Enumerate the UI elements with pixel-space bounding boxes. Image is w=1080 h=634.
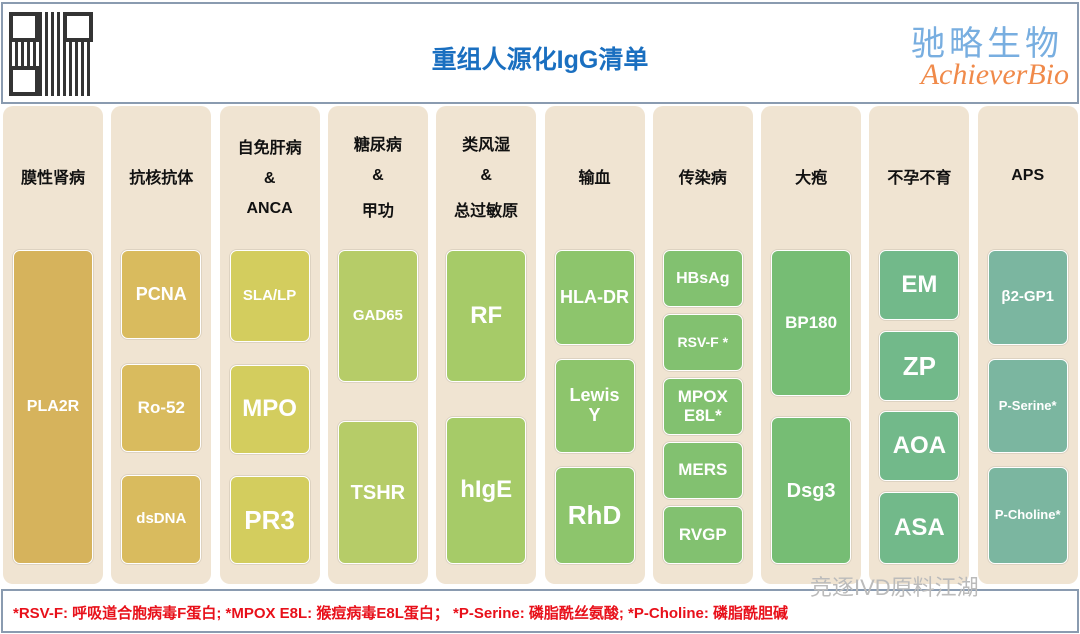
category-header-line: 输血: [578, 170, 611, 187]
antibody-item: SLA/LP: [229, 250, 310, 342]
antibody-item: MPOX E8L*: [662, 378, 743, 435]
category-column: 类风湿 & 总过敏原 RF hIgE: [436, 106, 537, 584]
antibody-item: P-Serine*: [987, 359, 1068, 453]
antibody-item: HLA-DR: [554, 250, 635, 345]
antibody-item: RF: [446, 250, 527, 382]
category-header: 不孕不育: [869, 106, 969, 246]
antibody-item: HBsAg: [662, 250, 743, 307]
category-header-line: 抗核抗体: [129, 170, 194, 187]
footnote-text: *RSV-F: 呼吸道合胞病毒F蛋白; *MPOX E8L: 猴痘病毒E8L蛋白…: [13, 605, 789, 622]
category-header-line: 总过敏原: [454, 203, 519, 220]
antibody-item: P-Choline*: [987, 467, 1068, 564]
footer-notes: *RSV-F: 呼吸道合胞病毒F蛋白; *MPOX E8L: 猴痘病毒E8L蛋白…: [1, 589, 1079, 633]
category-header-line: ANCA: [246, 200, 293, 217]
category-column: 自免肝病 & ANCA SLA/LP MPO PR3: [219, 106, 320, 584]
antibody-item: Ro-52: [121, 364, 202, 452]
category-header-line: 自免肝病: [237, 140, 302, 157]
antibody-item: hIgE: [446, 417, 527, 564]
category-header-line: 膜性肾病: [20, 170, 85, 187]
antibody-item: β2-GP1: [987, 250, 1068, 345]
antibody-item: PCNA: [121, 250, 202, 339]
brand-logo-cn: 驰略生物: [911, 25, 1063, 63]
category-column: 膜性肾病 PLA2R: [3, 106, 103, 584]
category-header: 抗核抗体: [111, 106, 211, 246]
antibody-item: RhD: [554, 467, 635, 564]
category-header-line: &: [480, 167, 492, 184]
category-header: 传染病: [653, 106, 753, 246]
category-header-line: 类风湿: [462, 137, 511, 154]
antibody-item: BP180: [771, 250, 852, 396]
antibody-item: ZP: [879, 331, 960, 401]
category-header-line: APS: [1011, 167, 1045, 184]
antibody-item: PR3: [229, 476, 310, 564]
antibody-item: EM: [879, 250, 960, 320]
category-header: 输血: [545, 106, 645, 246]
category-header: 大疱: [761, 106, 861, 246]
category-column: 输血 HLA-DR Lewis Y RhD: [544, 106, 645, 584]
antibody-item: RSV-F *: [662, 314, 743, 371]
antibody-item: AOA: [879, 411, 960, 481]
antibody-item: ASA: [879, 492, 960, 564]
antibody-item: Lewis Y: [554, 359, 635, 453]
category-header-line: &: [372, 167, 384, 184]
category-header-line: 大疱: [795, 170, 828, 187]
antibody-item: MPO: [229, 365, 310, 454]
brand-logo-en: AchieverBio: [920, 58, 1069, 91]
antibody-item: MERS: [662, 442, 743, 499]
header-banner: 重组人源化IgG清单 驰略生物 AchieverBio: [1, 2, 1079, 104]
page-title: 重组人源化IgG清单: [431, 46, 649, 74]
qr-code: [9, 12, 93, 96]
watermark: 竞逐IVD原料江湖: [810, 575, 979, 600]
antibody-item: TSHR: [337, 421, 418, 564]
antibody-item: dsDNA: [121, 475, 202, 564]
category-header-line: 不孕不育: [887, 170, 952, 187]
category-header-line: 甲功: [361, 203, 394, 220]
category-header-line: 传染病: [678, 170, 727, 187]
antibody-item: Dsg3: [771, 417, 852, 564]
category-header: APS: [978, 106, 1078, 246]
category-column: 抗核抗体 PCNA Ro-52 dsDNA: [111, 106, 212, 584]
category-header-line: &: [263, 170, 276, 187]
category-header-line: 糖尿病: [353, 137, 402, 154]
category-header: 膜性肾病: [3, 106, 103, 246]
antibody-item: GAD65: [337, 250, 418, 382]
category-header: 类风湿 & 总过敏原: [436, 106, 536, 246]
category-header: 自免肝病 & ANCA: [220, 106, 320, 246]
antibody-item: RVGP: [662, 506, 743, 564]
antibody-item: PLA2R: [13, 250, 93, 564]
category-column: 不孕不育 EM ZP AOA ASA: [869, 106, 970, 584]
category-header: 糖尿病 & 甲功: [328, 106, 428, 246]
